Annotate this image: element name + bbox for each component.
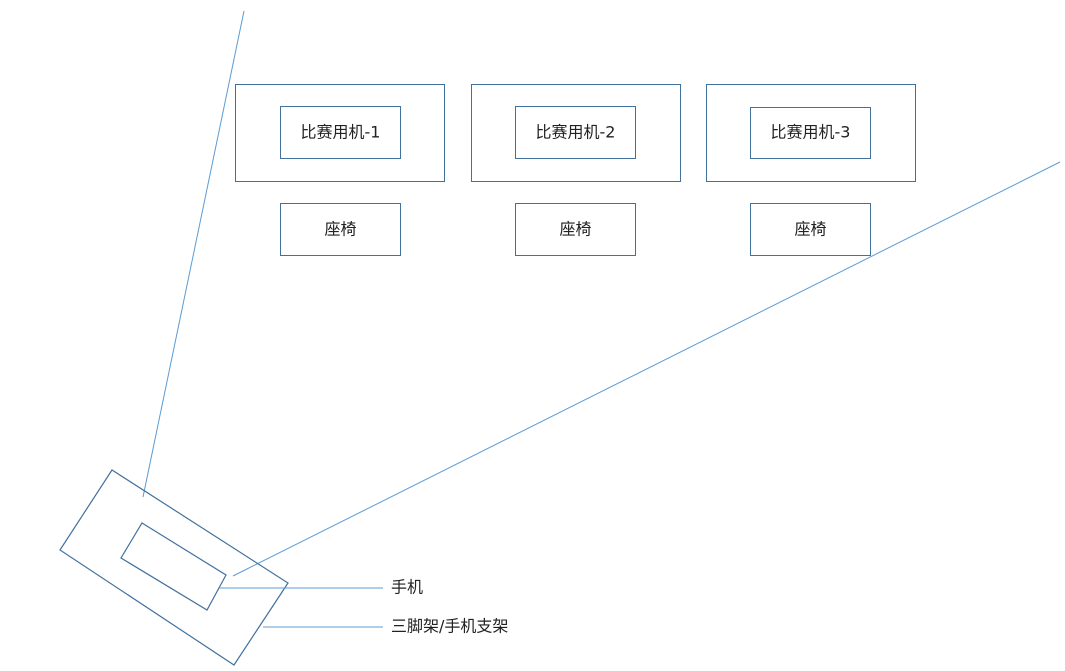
machine-1-box <box>280 106 401 159</box>
tripod-mount-shape <box>59 469 289 666</box>
desk-3 <box>706 84 916 182</box>
seat-2-label: 座椅 <box>559 220 591 239</box>
phone-shape <box>120 522 227 611</box>
seat-3-label: 座椅 <box>794 220 826 239</box>
desk-2 <box>471 84 681 182</box>
seat-1-box <box>280 203 401 256</box>
machine-3-label: 比赛用机-3 <box>771 123 851 142</box>
seat-1-label: 座椅 <box>324 220 356 239</box>
seat-2-box <box>515 203 636 256</box>
machine-2-label: 比赛用机-2 <box>536 123 616 142</box>
phone-label: 手机 <box>391 578 423 597</box>
machine-3-box <box>750 107 871 159</box>
view-boundary-right-line <box>232 161 1061 577</box>
station-1: 比赛用机-1 座椅 <box>235 84 445 256</box>
mount-label: 三脚架/手机支架 <box>391 617 508 636</box>
seat-3-box <box>750 203 871 256</box>
station-2: 比赛用机-2 座椅 <box>471 84 681 256</box>
camera-assembly <box>59 469 289 666</box>
machine-2-box <box>515 106 636 159</box>
machine-1-label: 比赛用机-1 <box>301 123 381 142</box>
desk-1 <box>235 84 445 182</box>
station-3: 比赛用机-3 座椅 <box>706 84 916 256</box>
view-boundary-left-line <box>142 10 245 498</box>
